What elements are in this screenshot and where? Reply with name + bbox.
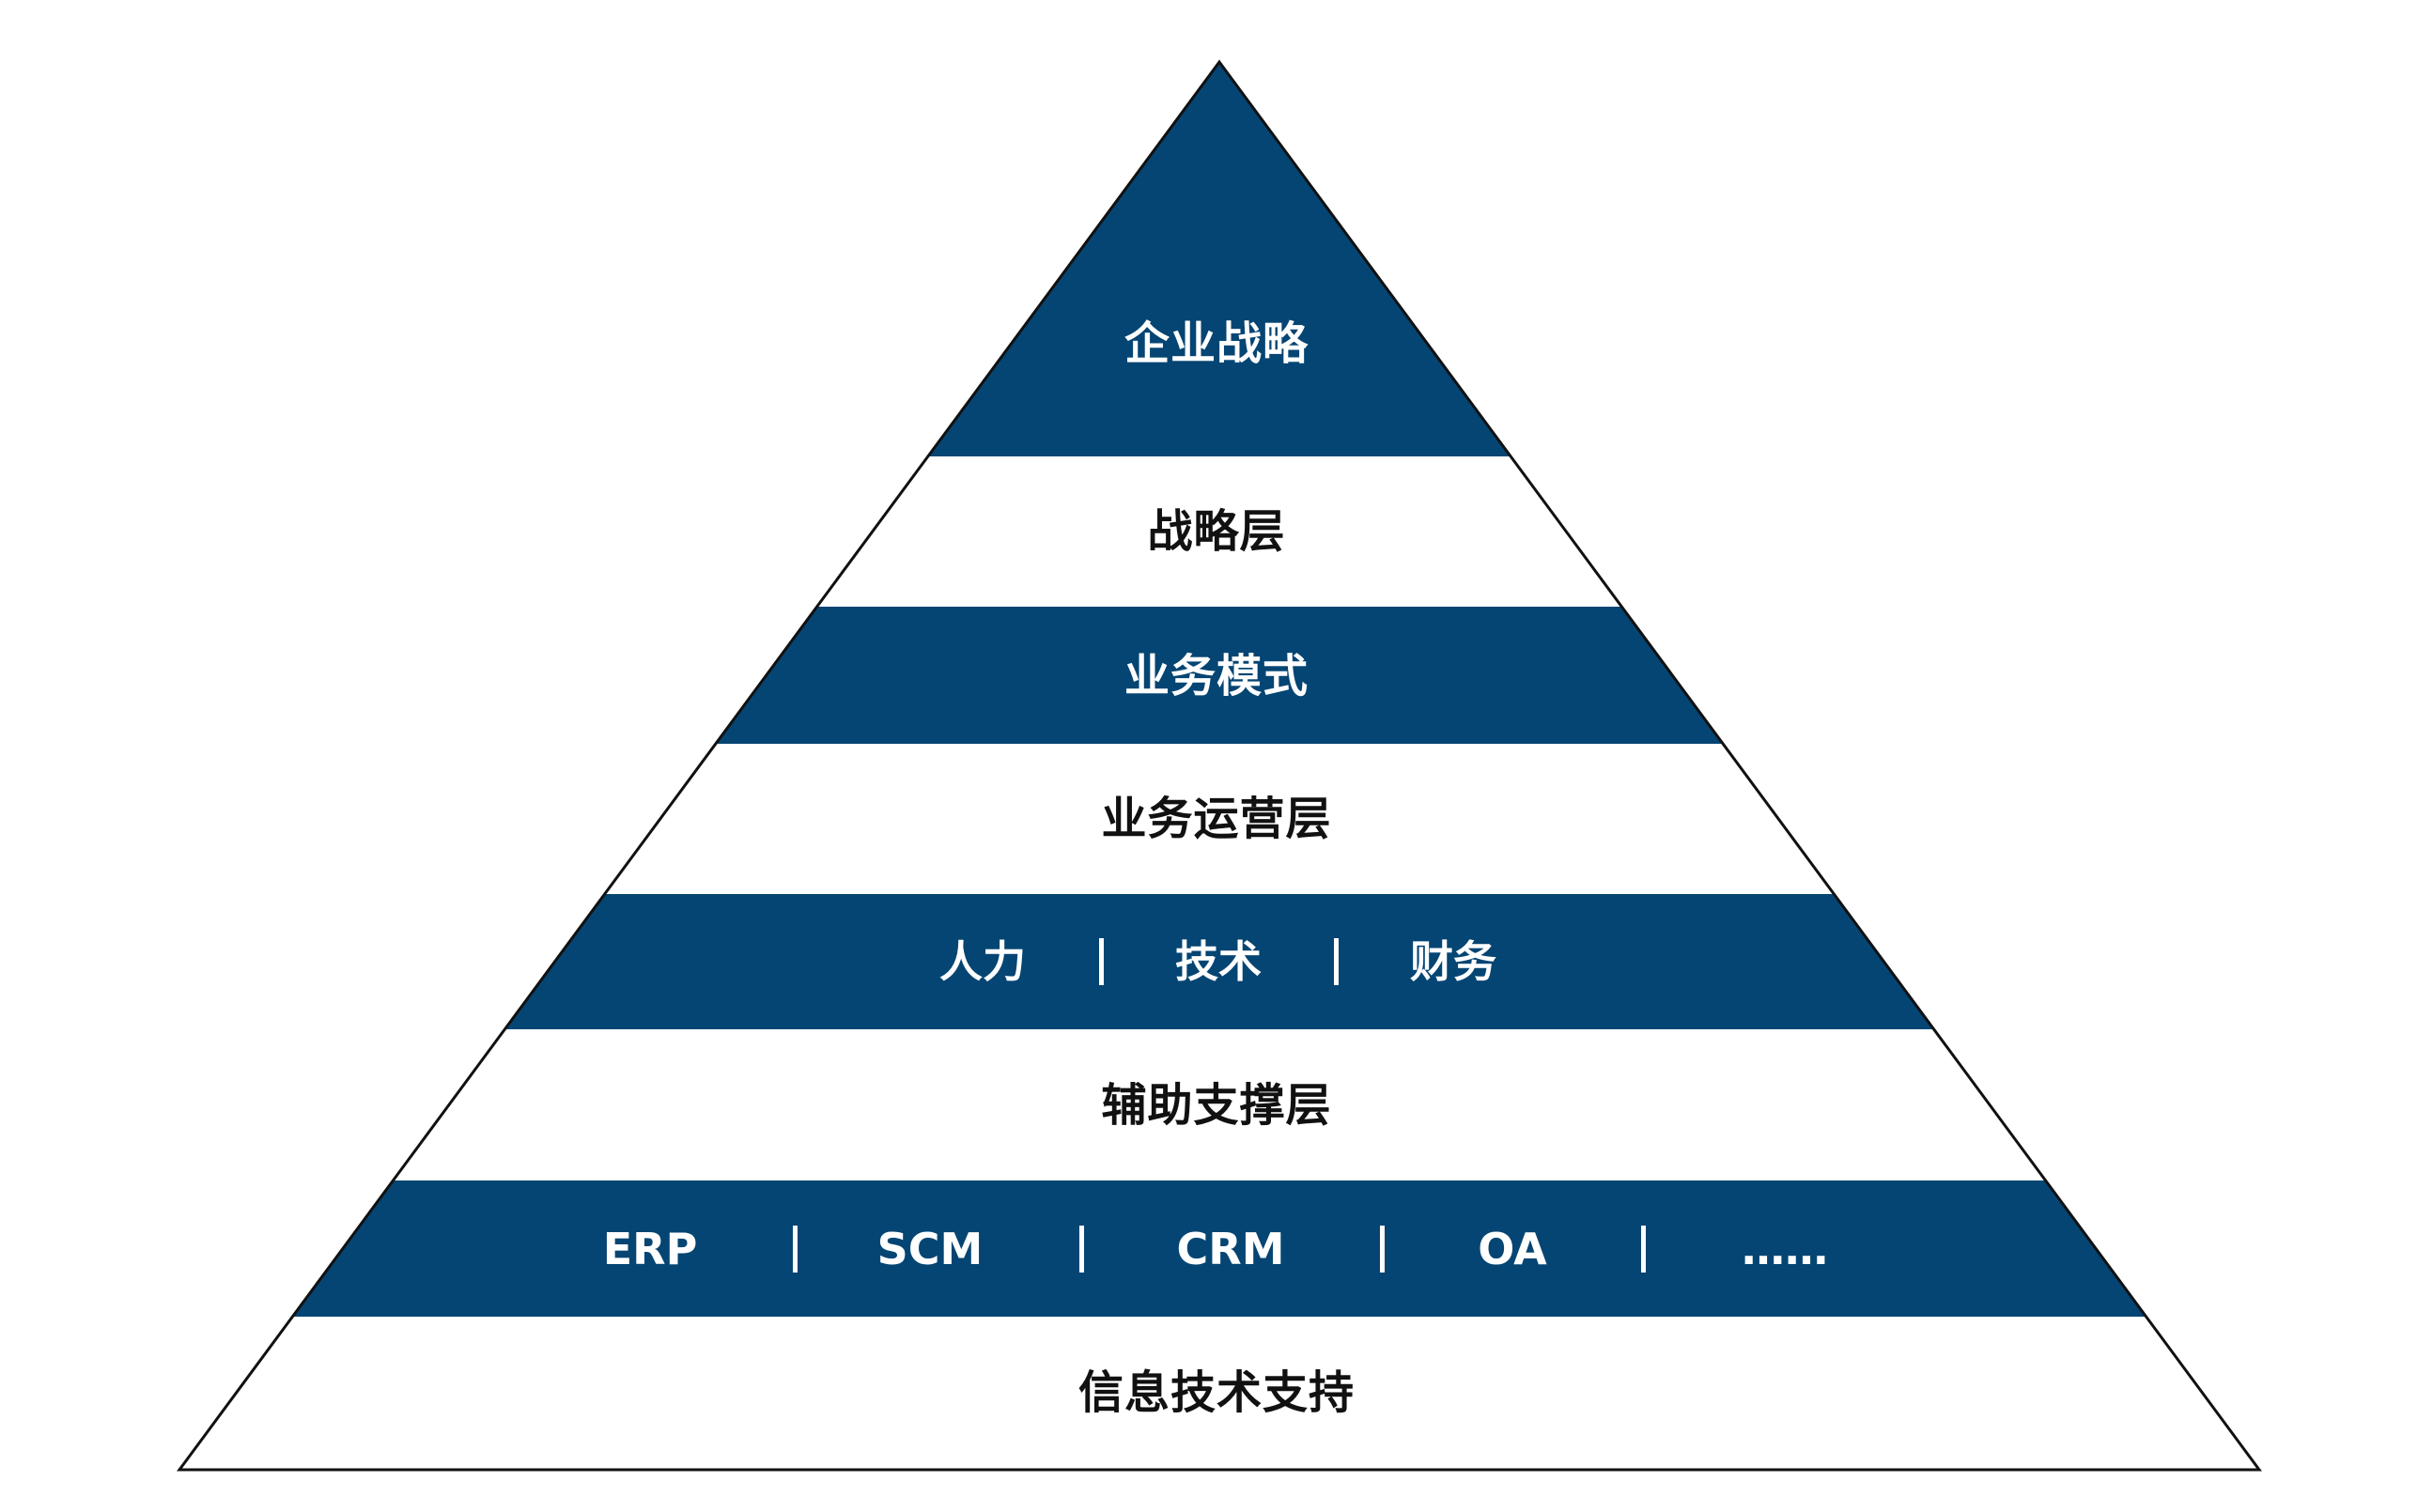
label-strategy-layer: 战略层 [1147, 505, 1286, 558]
label-support-layer: 辅助支撑层 [1101, 1079, 1332, 1132]
separator [793, 1226, 798, 1273]
support-functions-row: 人力 技术 财务 [0, 933, 2433, 990]
label-it-layer: 信息技术支持 [1077, 1366, 1355, 1419]
it-systems-row: ERP SCM CRM OA …… [0, 1221, 2433, 1277]
it-item-erp: ERP [602, 1224, 698, 1274]
separator [1079, 1226, 1084, 1273]
it-item-oa: OA [1478, 1224, 1547, 1274]
separator [1099, 938, 1104, 985]
it-item-scm: SCM [876, 1224, 984, 1274]
it-item-crm: CRM [1176, 1224, 1285, 1274]
support-item-tech: 技术 [1175, 936, 1262, 987]
label-enterprise-strategy: 企业战略 [1124, 317, 1309, 370]
band-enterprise-strategy [179, 62, 2259, 456]
it-item-more: …… [1742, 1224, 1828, 1274]
band-support-layer [179, 1029, 2259, 1180]
pyramid-outline [177, 59, 2262, 1472]
label-operations-layer: 业务运营层 [1101, 793, 1332, 845]
label-business-model: 业务模式 [1124, 650, 1309, 702]
separator [1334, 938, 1339, 985]
separator [1641, 1226, 1646, 1273]
support-item-hr: 人力 [939, 936, 1026, 987]
separator [1380, 1226, 1385, 1273]
support-item-finance: 财务 [1410, 936, 1496, 987]
band-it-layer [179, 1317, 2259, 1470]
band-it-systems [179, 1180, 2259, 1317]
